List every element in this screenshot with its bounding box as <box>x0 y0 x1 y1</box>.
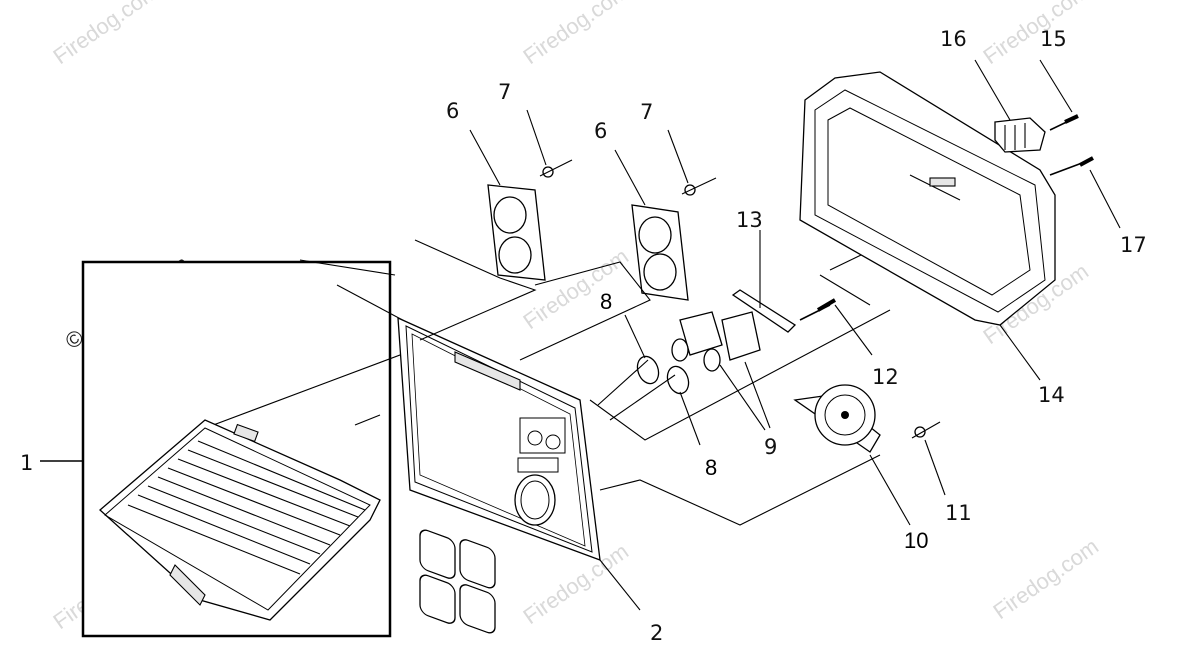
housing-14 <box>799 71 1056 381</box>
outlet-face <box>493 196 527 234</box>
callout-14: 14 <box>1038 383 1065 407</box>
watermark: Firedog.com <box>989 533 1104 624</box>
callout-6: 6 <box>446 99 459 123</box>
connector-16 <box>974 59 1121 229</box>
lid-inner <box>104 427 371 611</box>
label-slot <box>517 457 559 473</box>
part-2-leader <box>599 559 641 611</box>
callout-12: 12 <box>872 365 899 389</box>
lid-body <box>99 419 381 621</box>
cutout <box>459 539 496 589</box>
bracket-13 <box>731 230 873 356</box>
callout-7: 7 <box>498 80 511 104</box>
callout-9: 9 <box>764 435 777 459</box>
outlet-face <box>643 253 677 291</box>
twistlock-cutout-inner <box>520 480 550 520</box>
cutout <box>419 529 456 579</box>
panel-outlet-cutouts <box>419 529 496 634</box>
lid-hinge <box>233 423 259 443</box>
watermark: Firedog.com <box>519 538 634 629</box>
outlet-leader <box>614 149 646 206</box>
receptacle-10 <box>793 384 946 526</box>
callout-11: 11 <box>945 501 972 525</box>
callout-10: 10 <box>904 528 928 553</box>
lamps-8 <box>597 314 701 446</box>
part-1-cover <box>40 260 441 638</box>
callout-17: 17 <box>1120 233 1147 257</box>
callout-6: 6 <box>594 119 607 143</box>
callout-8: 8 <box>705 455 717 480</box>
watermark: Firedog.com <box>979 0 1094 69</box>
watermark: Firedog.com <box>49 0 164 69</box>
outlet-left <box>469 129 546 281</box>
breakers-9 <box>671 311 771 431</box>
callout-7: 7 <box>640 100 653 124</box>
outlet-face <box>498 236 532 274</box>
panel-outer <box>397 316 601 561</box>
part-2-front-panel <box>397 316 641 634</box>
lid-ribs <box>127 440 366 575</box>
callout-13: 13 <box>736 208 763 232</box>
callout-2: 2 <box>650 621 663 645</box>
nuts-7 <box>526 109 717 196</box>
breaker-hole <box>527 430 543 446</box>
hinge-bar <box>454 351 521 391</box>
breaker-cutout <box>519 417 566 454</box>
outlet-right <box>614 149 689 301</box>
outlet-face <box>638 216 672 254</box>
cutout <box>419 574 456 624</box>
callout-15: 15 <box>1040 27 1067 51</box>
callout-8: 8 <box>600 289 612 314</box>
outlet-leader <box>469 129 501 186</box>
callout-1: 1 <box>20 451 33 475</box>
watermark: Firedog.com <box>519 0 634 69</box>
callout-labels: 1 2 6 6 7 7 8 8 9 10 11 12 13 14 15 16 1… <box>20 27 1147 645</box>
cutout <box>459 584 496 634</box>
breaker-hole <box>545 434 561 450</box>
callout-16: 16 <box>940 27 967 51</box>
lid-latch <box>169 564 206 606</box>
